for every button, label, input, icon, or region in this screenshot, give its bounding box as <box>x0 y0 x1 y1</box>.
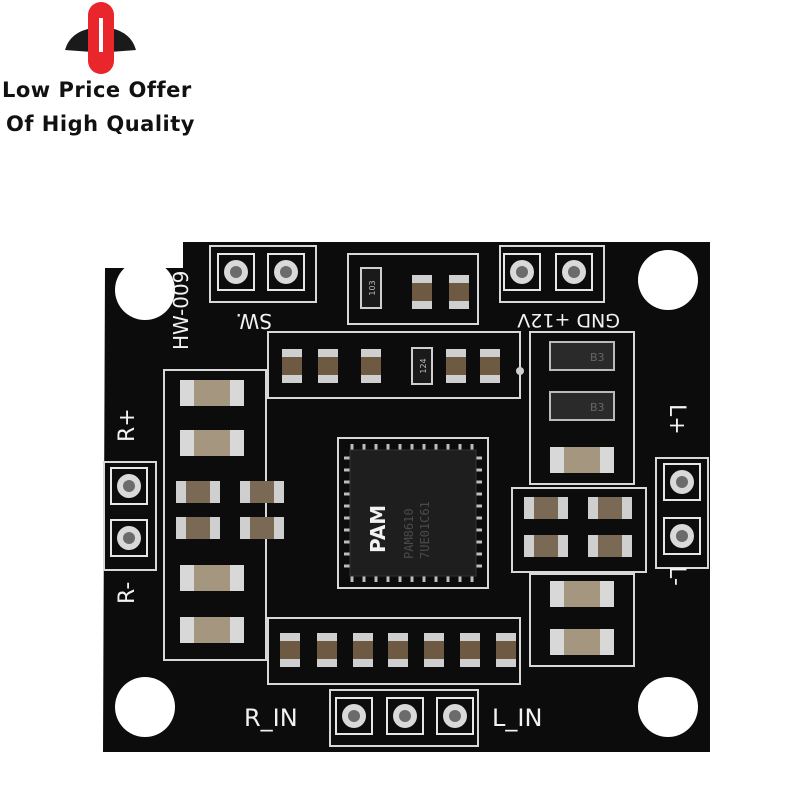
smd-capacitor <box>353 633 373 667</box>
smd-capacitor <box>460 633 480 667</box>
brand-logo <box>65 2 136 74</box>
smd-capacitor <box>317 633 337 667</box>
smd-capacitor <box>588 535 632 557</box>
smd-capacitor <box>412 275 432 309</box>
r-plus-label: R+ <box>115 408 140 442</box>
large-capacitor <box>180 430 244 456</box>
r-in-label: R_IN <box>244 704 298 732</box>
smd-capacitor <box>496 633 516 667</box>
silkscreen-outlines <box>103 245 709 747</box>
large-capacitor <box>550 447 614 473</box>
l-minus-label: L- <box>664 566 689 586</box>
large-capacitor <box>550 581 614 607</box>
smd-capacitor <box>480 349 500 383</box>
large-capacitor <box>180 617 244 643</box>
diode-code: B3 <box>590 351 605 364</box>
smd-capacitor <box>449 275 469 309</box>
resistor-code-103: 103 <box>368 280 377 295</box>
chip-part-number: PAM8610 <box>402 508 416 559</box>
amplifier-chip: PAM PAM8610 7UE01C61 <box>344 444 482 582</box>
smd-capacitor <box>446 349 466 383</box>
large-capacitor <box>550 629 614 655</box>
l-in-label: L_IN <box>492 704 542 732</box>
smd-capacitor <box>361 349 381 383</box>
smd-capacitor <box>240 481 284 503</box>
chip-lot-code: 7UE01C61 <box>418 501 432 559</box>
resistor-code-124: 124 <box>419 358 428 373</box>
r-minus-label: R- <box>115 582 140 604</box>
mounting-hole <box>638 250 698 310</box>
diode-b3: B3 <box>549 391 615 421</box>
mounting-hole <box>115 260 175 320</box>
smd-capacitor <box>280 633 300 667</box>
mounting-hole <box>638 677 698 737</box>
via <box>516 367 524 375</box>
rocket-icon <box>65 2 136 74</box>
power-label: GND +12V <box>517 309 620 331</box>
large-capacitor <box>180 380 244 406</box>
top-resistor-124: 124 <box>411 347 433 385</box>
smd-capacitor <box>282 349 302 383</box>
large-capacitor <box>180 565 244 591</box>
smd-capacitor <box>524 535 568 557</box>
l-plus-label: L+ <box>664 404 689 435</box>
smd-capacitor <box>524 497 568 519</box>
diode-code: B3 <box>590 401 605 414</box>
smd-capacitor <box>588 497 632 519</box>
diode-b3: B3 <box>549 341 615 371</box>
switch-label: SW. <box>235 309 272 333</box>
smd-capacitor <box>424 633 444 667</box>
tagline-line-2: Of High Quality <box>6 112 195 136</box>
smd-capacitor <box>388 633 408 667</box>
smd-capacitor <box>318 349 338 383</box>
smd-capacitor <box>176 517 220 539</box>
mounting-hole <box>115 677 175 737</box>
tagline-line-1: Low Price Offer <box>2 78 192 102</box>
board-model-label: HW-009 <box>169 271 193 350</box>
smd-capacitor <box>240 517 284 539</box>
top-resistor-103: 103 <box>360 267 382 309</box>
smd-capacitor <box>176 481 220 503</box>
chip-brand: PAM <box>366 505 390 553</box>
